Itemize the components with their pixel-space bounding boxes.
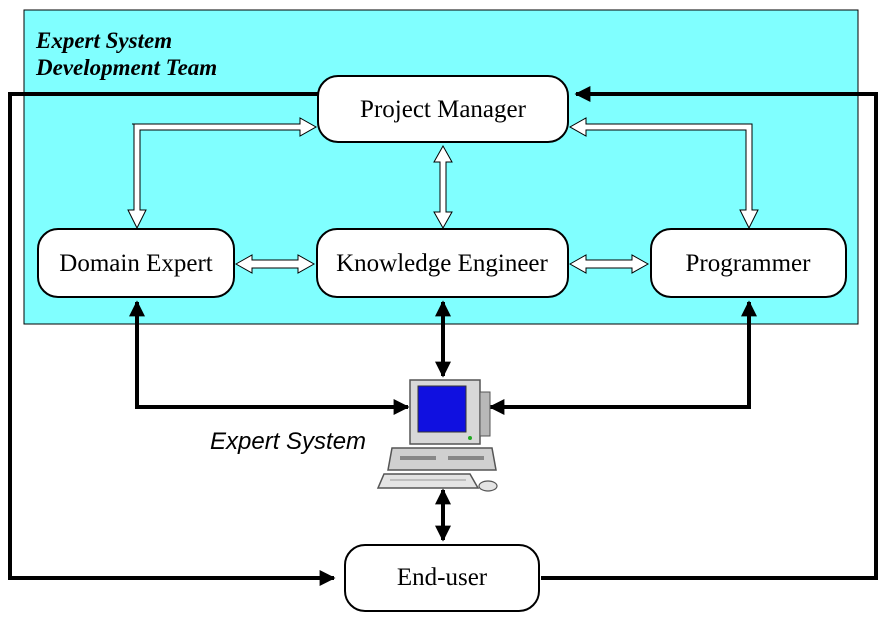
loop-left-arrow: [8, 92, 336, 586]
node-project-manager: Project Manager: [317, 75, 569, 143]
node-end-user: End-user: [344, 544, 540, 612]
node-project-manager-label: Project Manager: [360, 96, 527, 123]
node-programmer: Programmer: [650, 228, 847, 298]
team-links: [127, 117, 759, 274]
outer-feedback-loop: [8, 86, 878, 586]
loop-right-arrow: [541, 86, 878, 580]
node-knowledge-engineer-label: Knowledge Engineer: [336, 250, 548, 277]
node-domain-expert-label: Domain Expert: [59, 250, 212, 277]
link-knowledge-engineer-programmer: [568, 254, 650, 274]
link-domain-expert-system: [129, 300, 410, 415]
node-end-user-label: End-user: [397, 564, 488, 591]
system-links: [129, 300, 757, 542]
computer-icon: [376, 379, 498, 492]
link-pm-programmer: [568, 117, 759, 230]
node-programmer-label: Programmer: [686, 250, 812, 277]
link-programmer-system: [488, 300, 757, 415]
expert-system-label: Expert System: [210, 428, 366, 455]
link-pm-domain-expert: [127, 117, 318, 230]
node-knowledge-engineer: Knowledge Engineer: [316, 228, 569, 298]
team-title-line1: Expert System: [35, 28, 172, 53]
link-domain-expert-knowledge-engineer: [234, 254, 316, 274]
team-title-line2: Development Team: [35, 55, 217, 80]
node-domain-expert: Domain Expert: [37, 228, 235, 298]
